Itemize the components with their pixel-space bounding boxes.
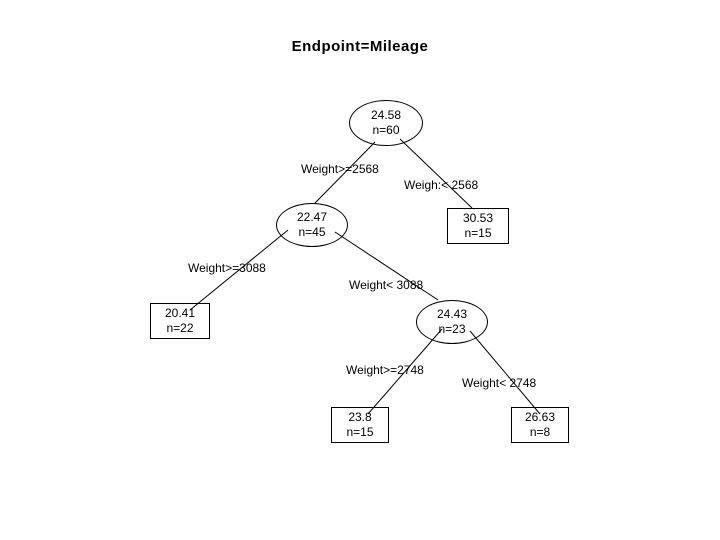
edge-label: Weight>=2568 [301,162,379,176]
tree-edge [189,229,289,311]
edge-label: Weight< 3088 [349,278,424,292]
node-value: 24.58 [370,108,402,122]
node-count: n=8 [529,425,551,439]
node-value: 23.8 [348,410,372,424]
tree-edge [469,330,541,415]
node-count: n=60 [372,123,400,137]
node-value: 20.41 [164,306,196,320]
node-value: 24.43 [436,307,468,321]
node-count: n=22 [166,321,194,335]
page-title: Endpoint=Mileage [291,38,429,55]
node-value: 30.53 [462,211,494,225]
tree-edge [367,328,443,415]
node-count: n=23 [438,322,466,336]
tree-edge [399,138,473,209]
tree-edge [334,231,439,301]
edge-label: Weigh:< 2568 [404,178,479,192]
tree-edge [314,141,376,204]
node-count: n=45 [298,225,326,239]
edge-label: Weight< 2748 [462,376,537,390]
node-value: 22.47 [296,210,328,224]
node-value: 26.63 [524,410,556,424]
node-count: n=15 [464,226,492,240]
edge-label: Weight>=3088 [188,261,266,275]
edge-label: Weight>=2748 [346,363,424,377]
node-count: n=15 [346,425,374,439]
